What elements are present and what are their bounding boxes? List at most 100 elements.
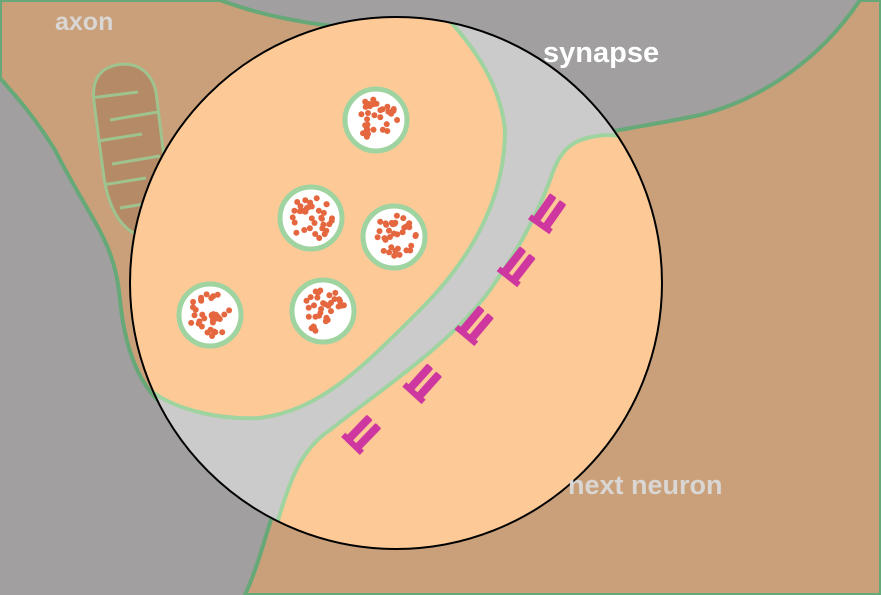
neurotransmitter-dot [382,236,389,243]
synaptic-vesicles [176,86,428,349]
neurotransmitter-dot [386,227,392,234]
neurotransmitter-dot [384,103,391,110]
neurotransmitter-dot [383,221,390,228]
neurotransmitter-dot [394,245,401,252]
neurotransmitter-dot [374,234,381,241]
neurotransmitter-dot [376,228,383,235]
neurotransmitter-dot [313,195,320,202]
neurotransmitter-dot [312,313,319,320]
neurotransmitter-dot [289,214,296,221]
neurotransmitter-dot [379,126,386,133]
neurotransmitter-dot [303,297,310,304]
neurotransmitter-dot [332,289,339,296]
vesicle [360,203,428,271]
neurotransmitter-dot [315,207,322,214]
neurotransmitter-dot [380,247,387,254]
synapse-zoom [129,16,663,550]
neurotransmitter-dot [293,229,300,236]
neurotransmitter-dot [297,203,304,210]
neurotransmitter-dot [321,231,328,238]
neurotransmitter-dot [209,333,216,339]
neurotransmitter-dot [326,221,333,228]
neurotransmitter-dot [377,218,384,225]
neurotransmitter-dot [204,329,211,336]
neurotransmitter-dot [311,220,318,226]
neurotransmitter-dot [325,302,332,309]
neurotransmitter-dot [408,242,415,249]
neurotransmitter-dot [365,130,371,137]
neurotransmitter-dot [365,110,371,116]
next-neuron-label: next neuron [568,470,723,500]
neurotransmitter-dot [358,111,365,118]
synapse-label: synapse [543,37,660,69]
neurotransmitter-dot [391,220,398,227]
neurotransmitter-dot [308,215,315,222]
neurotransmitter-dot [370,96,377,103]
neurotransmitter-dot [370,126,377,133]
neurotransmitter-dot [393,212,400,219]
neurotransmitter-dot [387,234,393,240]
neurotransmitter-dot [316,235,323,241]
neurotransmitter-dot [221,311,228,318]
neurotransmitter-dot [301,227,308,233]
vesicle [277,184,345,252]
neurotransmitter-dot [210,293,217,300]
neurotransmitter-dot [383,121,390,128]
neurotransmitter-dot [406,224,413,231]
neurotransmitter-dot [307,294,314,301]
neurotransmitter-dot [226,307,233,314]
neurotransmitter-dot [188,319,195,326]
neurotransmitter-dot [310,324,317,331]
neurotransmitter-dot [412,232,419,238]
neurotransmitter-dot [305,313,312,320]
neurotransmitter-dot [303,205,310,212]
neurotransmitter-dot [291,207,298,214]
neurotransmitter-dot [390,106,397,112]
receptor [341,415,381,455]
neurotransmitter-dot [336,296,343,303]
neurotransmitter-dot [320,209,327,216]
neurotransmitter-dot [306,225,313,232]
neurotransmitter-dot [318,306,325,312]
neurotransmitter-dot [209,317,216,324]
neurotransmitter-dot [363,123,370,130]
neurotransmitter-dot [396,251,403,258]
neurotransmitter-dot [319,225,326,232]
vesicle [342,86,410,154]
neurotransmitter-dot [305,304,312,311]
vesicle [289,277,357,345]
receptor [496,246,536,288]
neurotransmitter-dot [400,215,407,222]
neurotransmitter-dot [211,328,218,335]
neurotransmitter-dot [190,304,196,311]
neurotransmitter-dot [213,311,219,318]
neurotransmitter-dot [294,199,301,205]
neurotransmitter-dot [326,292,333,299]
neurotransmitter-dot [216,316,223,322]
neurotransmitter-dot [335,303,342,310]
neurotransmitter-dot [312,288,319,295]
neurotransmitter-dot [362,103,369,110]
neurotransmitter-dot [386,249,393,256]
neurotransmitter-dot [391,230,397,237]
neurotransmitter-dot [373,100,380,107]
neurotransmitter-dot [388,244,395,251]
neurotransmitter-dot [377,114,384,121]
neurotransmitter-dot [219,329,226,336]
neurotransmitter-dot [362,98,369,105]
neurotransmitter-dot [196,318,203,325]
neurotransmitter-dot [190,298,197,305]
neurotransmitter-dot [302,197,309,204]
neurotransmitter-dot [208,312,215,318]
receptor [454,305,494,347]
neurotransmitter-dot [201,315,208,322]
neurotransmitter-dot [385,108,392,115]
neurotransmitter-dot [320,300,327,307]
neurotransmitter-dot [318,215,325,222]
receptor-channels [341,193,566,455]
vesicle [176,281,244,349]
neurotransmitter-dot [364,116,371,123]
neurotransmitter-dot [198,296,205,303]
receptor [528,193,566,235]
neurotransmitter-dot [291,219,298,226]
